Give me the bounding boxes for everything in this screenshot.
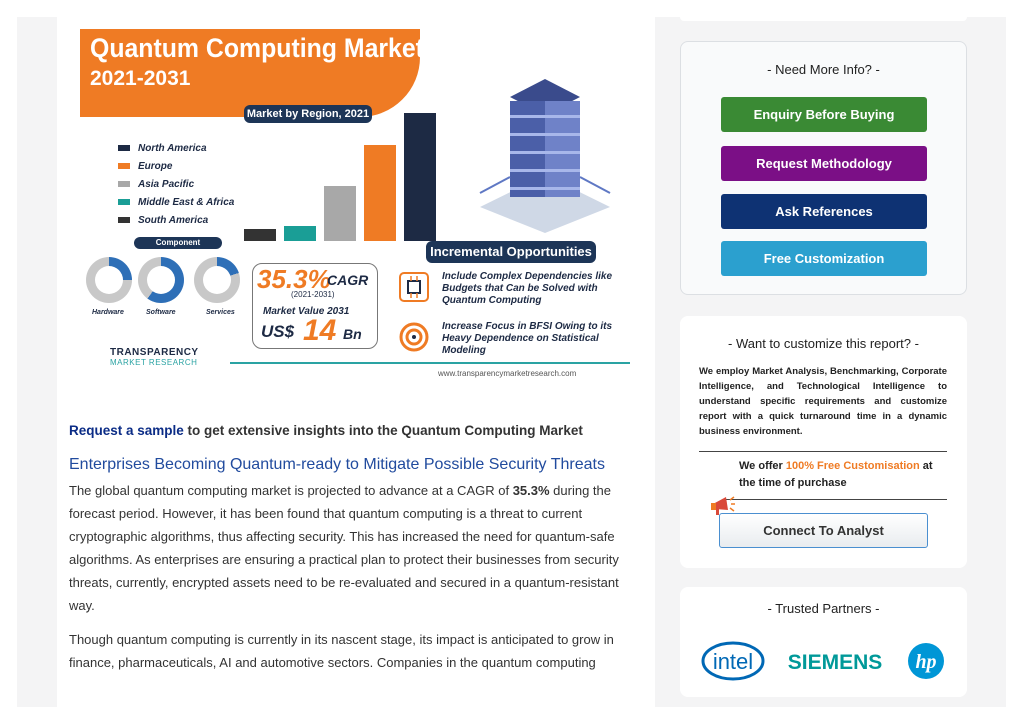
region-label: Market by Region, 2021 [244,105,372,123]
legend-item: South America [118,211,234,229]
partner-logos: intel SIEMENS hp [680,639,967,683]
legend-swatch [118,199,130,205]
infographic-divider [230,362,630,364]
hp-logo-text: hp [915,651,936,673]
infographic-title: Quantum Computing Market [90,33,424,63]
cagr-value: 35.3% [257,264,331,294]
legend-label: Asia Pacific [138,178,195,190]
intel-logo-text: intel [713,649,753,674]
infographic-years: 2021-2031 [90,67,191,90]
customize-divider [699,451,947,452]
market-value-unit: Bn [343,326,362,342]
legend-label: Europe [138,160,173,172]
free-customisation-offer: We offer 100% Free Customisation at the … [739,458,949,492]
siemens-logo-text: SIEMENS [788,651,883,674]
tmr-logo: TRANSPARENCY MARKET RESEARCH [110,347,199,367]
cagr-highlight: 35.3% [512,483,550,498]
legend-item: North America [118,139,234,157]
server-stack-illustration [479,79,611,233]
legend-label: North America [138,142,207,154]
need-info-card: - Need More Info? - Enquiry Before Buyin… [680,41,967,295]
trusted-partners-heading: - Trusted Partners - [767,601,880,616]
tmr-logo-line1: TRANSPARENCY [110,347,199,358]
intel-logo-icon: intel [701,641,765,681]
region-bar-chart [240,109,440,241]
legend-label: South America [138,214,209,226]
request-sample-line: Request a sample to get extensive insigh… [69,423,583,438]
target-icon [399,322,429,352]
component-services: Services [206,309,235,316]
paragraph-text: during the forecast period. However, it … [69,483,619,613]
request-sample-link[interactable]: Request a sample [69,423,184,438]
customize-card: - Want to customize this report? - We em… [680,316,967,568]
opportunity-2: Increase Focus in BFSI Owing to its Heav… [442,321,613,356]
legend-swatch [118,181,130,187]
component-label: Component [134,237,222,249]
bar-asia-pacific [324,186,356,241]
legend-item: Europe [118,157,234,175]
region-legend: North America Europe Asia Pacific Middle… [118,139,234,229]
tmr-logo-line2: MARKET RESEARCH [110,358,198,367]
siemens-logo-icon: SIEMENS [788,651,883,674]
cagr-word: CAGR [327,272,369,288]
component-hardware: Hardware [92,309,124,316]
infographic-banner: Quantum Computing Market 2021-2031 [80,29,424,117]
article-paragraph-2: Though quantum computing is currently in… [69,632,614,670]
legend-swatch [118,217,130,223]
donut-hardware [86,257,132,303]
chip-icon [399,272,429,302]
sidebar-top-card [680,17,967,21]
component-software: Software [146,309,176,316]
legend-label: Middle East & Africa [138,196,235,208]
legend-item: Middle East & Africa [118,193,234,211]
ask-references-button[interactable]: Ask References [721,194,927,229]
market-value: 14 [303,314,337,347]
offer-text: at the time of purchase [739,460,933,489]
free-customization-button[interactable]: Free Customization [721,241,927,276]
infographic-url: www.transparencymarketresearch.com [438,369,577,378]
offer-text: We offer [739,460,786,472]
paragraph-text: The global quantum computing market is p… [69,483,513,498]
bar-middle-east-africa [284,226,316,241]
offer-highlight: 100% Free Customisation [785,460,920,472]
need-info-heading: - Need More Info? - [767,62,880,77]
article-paragraph-1: The global quantum computing market is p… [69,479,644,617]
donut-software [138,257,184,303]
megaphone-icon [711,496,735,515]
bar-north-america [404,113,436,241]
offer-divider [725,499,947,500]
enquiry-before-buying-button[interactable]: Enquiry Before Buying [721,97,927,132]
legend-item: Asia Pacific [118,175,234,193]
customize-heading: - Want to customize this report? - [728,336,919,351]
legend-swatch [118,145,130,151]
currency: US$ [261,322,295,341]
donut-services [194,257,240,303]
trusted-partners-card: - Trusted Partners - intel SIEMENS hp [680,587,967,697]
request-methodology-button[interactable]: Request Methodology [721,146,927,181]
cagr-box: 35.3% CAGR (2021-2031) Market Value 2031… [252,263,378,349]
legend-swatch [118,163,130,169]
request-sample-text: to get extensive insights into the Quant… [183,423,583,438]
article-heading: Enterprises Becoming Quantum-ready to Mi… [69,456,605,473]
market-value-label: Market Value 2031 [263,306,350,317]
customize-description: We employ Market Analysis, Benchmarking,… [699,366,947,437]
hp-logo-icon: hp [908,643,944,679]
incremental-label: Incremental Opportunities [426,241,596,263]
connect-to-analyst-button[interactable]: Connect To Analyst [719,513,928,548]
cagr-years: (2021-2031) [291,290,335,299]
bar-south-america [244,229,276,241]
market-infographic: Quantum Computing Market 2021-2031 Marke… [80,29,630,389]
bar-europe [364,145,396,241]
opportunity-1: Include Complex Dependencies like Budget… [442,271,613,306]
